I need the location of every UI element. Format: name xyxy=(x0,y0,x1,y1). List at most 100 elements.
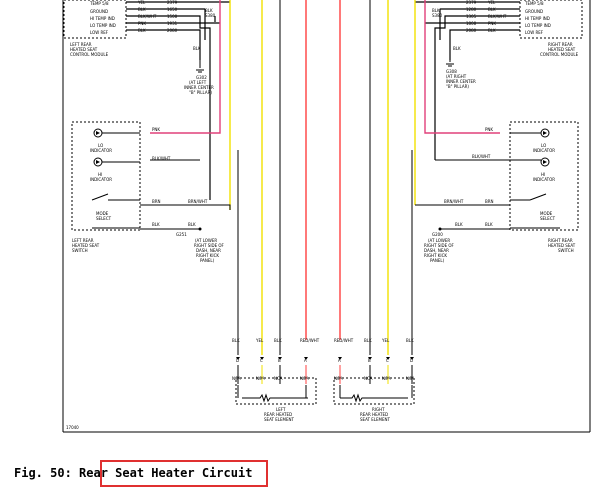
svg-text:MODE: MODE xyxy=(540,211,553,216)
left-module-label: LEFT REAR HEATED SEAT CONTROL MODULE xyxy=(70,42,109,57)
right-switch-label: RIGHT REAR HEATED SEAT SWITCH xyxy=(548,238,576,253)
bottom-pin-label: C xyxy=(386,358,389,363)
connector-pin-marker xyxy=(386,357,390,360)
figure-caption: Fig. 50: Rear Seat Heater Circuit xyxy=(14,466,252,480)
svg-text:SELECT: SELECT xyxy=(96,216,112,221)
svg-text:LEFT REAR: LEFT REAR xyxy=(72,238,94,243)
svg-text:DASH, NEAR: DASH, NEAR xyxy=(424,248,449,253)
svg-text:G302: G302 xyxy=(196,75,207,80)
left-splice-num: S380 xyxy=(205,13,216,18)
svg-text:RIGHT KICK: RIGHT KICK xyxy=(196,253,219,258)
svg-text:BLK: BLK xyxy=(152,222,160,227)
connector-pin-marker xyxy=(260,357,264,360)
svg-text:DASH, NEAR: DASH, NEAR xyxy=(196,248,221,253)
right-mode-select: MODE SELECT xyxy=(529,193,556,221)
svg-text:(AT LOWER: (AT LOWER xyxy=(428,238,450,243)
right-switch-box xyxy=(509,121,579,231)
left-module-ground: BLK G302 (AT LEFT INNER CENTER "B" PILLA… xyxy=(184,40,214,95)
svg-text:BLK: BLK xyxy=(188,222,196,227)
left-splice-label: BLK xyxy=(205,8,213,13)
svg-text:GROUND: GROUND xyxy=(525,9,543,14)
svg-text:(AT RIGHT: (AT RIGHT xyxy=(446,74,467,79)
svg-text:TEMP 5/8: TEMP 5/8 xyxy=(524,1,544,6)
svg-text:(AT LOWER: (AT LOWER xyxy=(195,238,217,243)
svg-text:BLK/WHT: BLK/WHT xyxy=(152,156,171,161)
left-switch-wire-labels: PNK BLK/WHT BRN BRN/WHT BLK BLK xyxy=(152,127,208,227)
svg-text:PNK: PNK xyxy=(485,127,493,132)
caption-title: Seat Heater Circuit xyxy=(115,466,253,480)
svg-text:HEATED SEAT: HEATED SEAT xyxy=(72,243,100,248)
right-splice-num: S380 xyxy=(432,13,443,18)
svg-text:RIGHT REAR: RIGHT REAR xyxy=(548,238,573,243)
caption-prefix: Fig. 50: Rear xyxy=(14,466,108,480)
svg-text:INNER CENTER: INNER CENTER xyxy=(184,85,214,90)
svg-text:HEATED SEAT: HEATED SEAT xyxy=(70,47,98,52)
svg-text:INDICATOR: INDICATOR xyxy=(533,148,555,153)
svg-text:PANEL): PANEL) xyxy=(430,258,445,263)
bottom-wire-label: RED/WHT xyxy=(334,338,354,343)
left-module-box xyxy=(63,0,127,39)
bottom-wire-label: BLK xyxy=(364,338,372,343)
svg-text:LOW REF: LOW REF xyxy=(525,30,544,35)
svg-text:G251: G251 xyxy=(176,232,187,237)
connector-pin-marker xyxy=(304,357,308,360)
svg-text:"B" PILLAR): "B" PILLAR) xyxy=(446,84,469,89)
svg-text:LO: LO xyxy=(541,143,546,148)
svg-text:SELECT: SELECT xyxy=(540,216,556,221)
connector-pin-marker xyxy=(278,357,282,360)
svg-text:HEATED SEAT: HEATED SEAT xyxy=(548,47,576,52)
left-switch-ground: G251 (AT LOWER RIGHT SIDE OF DASH, NEAR … xyxy=(176,232,225,263)
diagram-code: 17040 xyxy=(66,425,79,430)
svg-text:PANEL): PANEL) xyxy=(200,258,215,263)
svg-text:REAR HEATED: REAR HEATED xyxy=(360,412,388,417)
svg-text:REAR HEATED: REAR HEATED xyxy=(264,412,292,417)
svg-text:INNER CENTER: INNER CENTER xyxy=(446,79,476,84)
svg-text:SWITCH: SWITCH xyxy=(558,248,574,253)
svg-text:INDICATOR: INDICATOR xyxy=(90,177,112,182)
svg-text:HI: HI xyxy=(98,172,102,177)
svg-text:SEAT ELEMENT: SEAT ELEMENT xyxy=(264,417,294,422)
svg-text:HEATED SEAT: HEATED SEAT xyxy=(548,243,576,248)
nca-label: NCA xyxy=(364,376,373,381)
bottom-pin-label: B xyxy=(278,358,281,363)
svg-text:BLK/WHT: BLK/WHT xyxy=(472,154,491,159)
left-pin-name: HI TEMP IND xyxy=(90,16,115,21)
svg-text:G308: G308 xyxy=(446,69,457,74)
right-switch-ground: G200 (AT LOWER RIGHT SIDE OF DASH, NEAR … xyxy=(424,232,455,263)
bottom-pin-label: A xyxy=(338,358,341,363)
bottom-pin-label: D xyxy=(410,358,413,363)
right-seat-element: RIGHT REAR HEATED SEAT ELEMENT xyxy=(333,377,415,422)
bottom-wire-label: BLK xyxy=(406,338,414,343)
bottom-wire-label: RED/WHT xyxy=(300,338,320,343)
right-module-label: RIGHT REAR HEATED SEAT CONTROL MODULE xyxy=(540,42,579,57)
svg-text:BLK: BLK xyxy=(193,46,201,51)
left-switch-box xyxy=(71,121,141,231)
svg-text:BRN/WHT: BRN/WHT xyxy=(188,199,208,204)
svg-text:LEFT REAR: LEFT REAR xyxy=(70,42,92,47)
connector-pin-marker xyxy=(338,357,342,360)
svg-text:LO TEMP IND: LO TEMP IND xyxy=(525,23,551,28)
left-seat-element: LEFT REAR HEATED SEAT ELEMENT xyxy=(235,377,317,422)
svg-text:LO: LO xyxy=(98,143,103,148)
connector-pin-marker xyxy=(368,357,372,360)
nca-label: NCA xyxy=(274,376,283,381)
svg-text:SWITCH: SWITCH xyxy=(72,248,88,253)
bottom-pin-label: C xyxy=(260,358,263,363)
svg-text:BRN: BRN xyxy=(485,199,494,204)
svg-text:BRN/WHT: BRN/WHT xyxy=(444,199,464,204)
right-hi-indicator: HI INDICATOR xyxy=(533,157,555,182)
right-module-box xyxy=(519,0,583,39)
left-switch-label: LEFT REAR HEATED SEAT SWITCH xyxy=(72,238,100,253)
connector-pin-marker xyxy=(410,357,414,360)
svg-text:BLK: BLK xyxy=(453,46,461,51)
svg-text:RIGHT: RIGHT xyxy=(372,407,385,412)
svg-text:RIGHT REAR: RIGHT REAR xyxy=(548,42,573,47)
connector-pin-marker xyxy=(236,357,240,360)
svg-text:LEFT: LEFT xyxy=(276,407,286,412)
bottom-wire-label: YEL xyxy=(381,338,390,343)
svg-text:HI TEMP IND: HI TEMP IND xyxy=(525,16,550,21)
svg-text:CONTROL MODULE: CONTROL MODULE xyxy=(540,52,579,57)
svg-text:CONTROL MODULE: CONTROL MODULE xyxy=(70,52,109,57)
